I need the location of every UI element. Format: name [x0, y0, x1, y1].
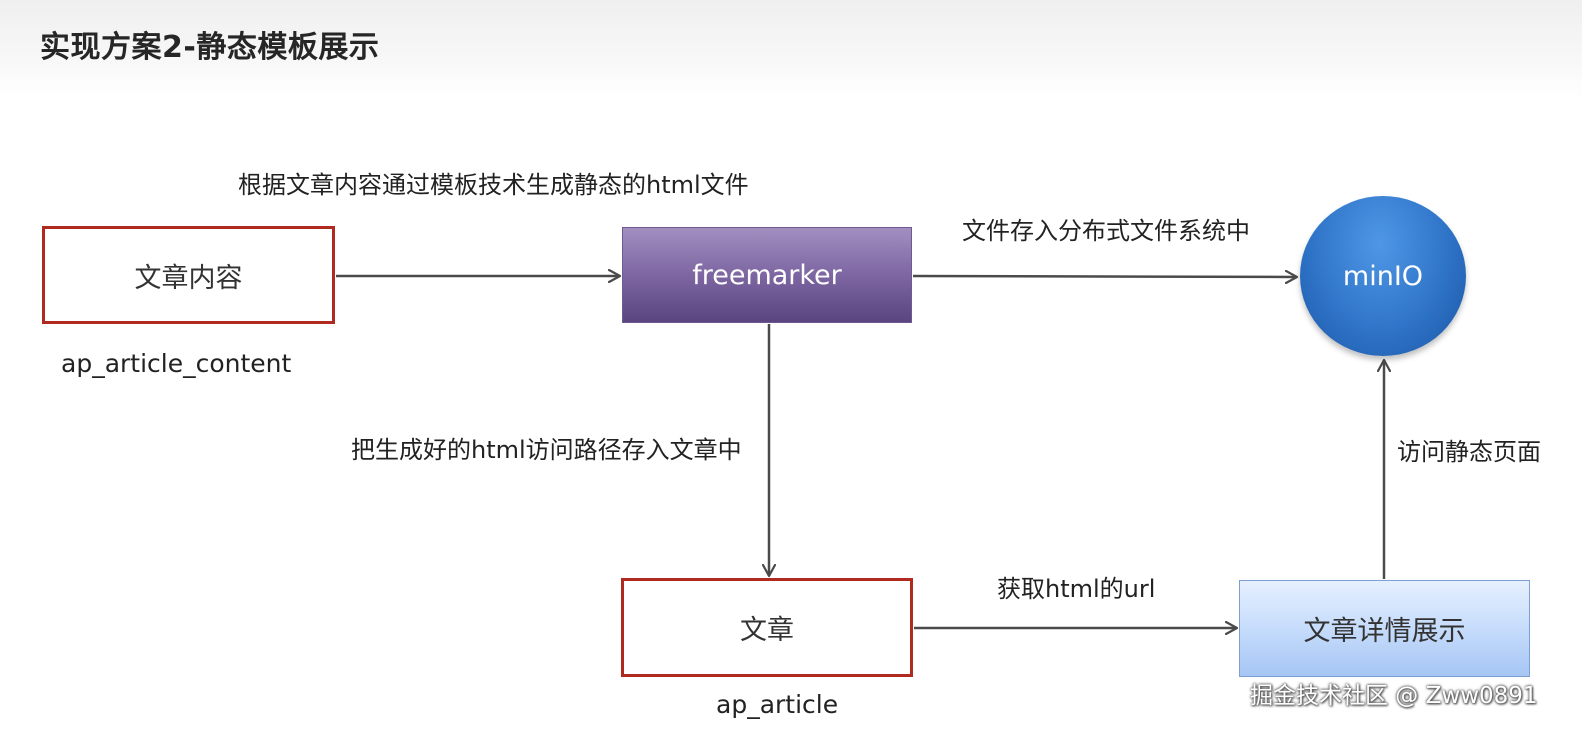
edge-label-get-url: 获取html的url: [997, 575, 1156, 603]
title-band: [0, 0, 1582, 100]
edge-label-generate-html: 根据文章内容通过模板技术生成静态的html文件: [238, 171, 749, 199]
table-label-article-content: ap_article_content: [61, 349, 292, 378]
edge-label-store-files: 文件存入分布式文件系统中: [962, 217, 1250, 245]
freemarker-node: freemarker: [622, 227, 912, 323]
article-node-label: 文章: [740, 615, 794, 646]
slide-title: 实现方案2-静态模板展示: [40, 30, 380, 65]
article-detail-node: 文章详情展示: [1239, 580, 1530, 677]
article-node: 文章: [621, 578, 913, 677]
arrow-freemarker-to-minio: [912, 276, 1297, 277]
freemarker-node-label: freemarker: [692, 259, 842, 291]
article-detail-node-label: 文章详情展示: [1303, 616, 1466, 647]
article-content-node-label: 文章内容: [134, 262, 243, 294]
edge-label-access-static: 访问静态页面: [1397, 438, 1541, 466]
minio-node: minIO: [1300, 196, 1466, 356]
table-label-article: ap_article: [716, 690, 839, 719]
edge-label-save-path: 把生成好的html访问路径存入文章中: [351, 436, 742, 464]
article-content-node: 文章内容: [42, 226, 335, 324]
watermark: 掘金技术社区 @ Zww0891: [1250, 683, 1538, 709]
minio-node-label: minIO: [1342, 260, 1424, 292]
